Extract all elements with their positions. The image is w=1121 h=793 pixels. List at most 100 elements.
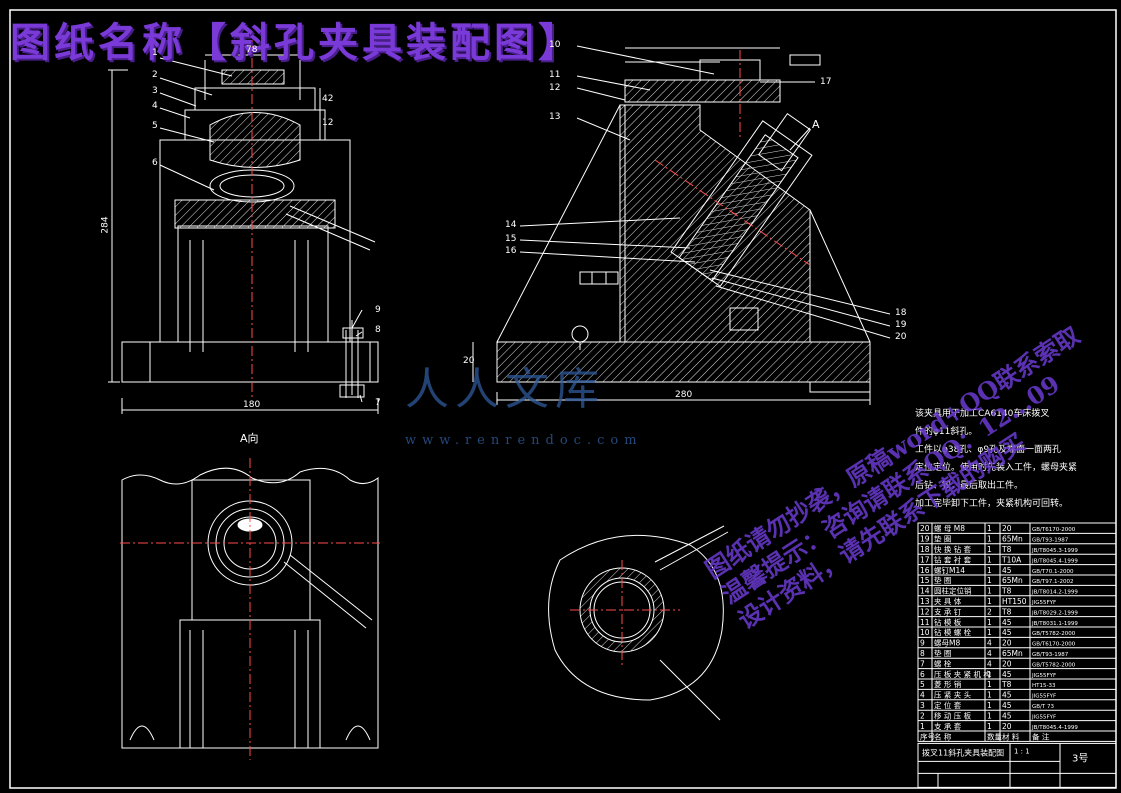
bom-cell: 20 <box>1002 524 1012 533</box>
bom-cell: 1 <box>987 628 992 637</box>
title-block-scale: 1 : 1 <box>1014 747 1030 755</box>
bom-cell: 螺母M8 <box>934 638 960 648</box>
bom-cell: 1 <box>987 566 992 575</box>
bom-cell: 20 <box>1002 659 1012 668</box>
part-label-15: 15 <box>505 234 517 244</box>
bom-cell: 移 动 压 板 <box>934 710 972 720</box>
bom-cell: JB/T8045.4-1999 <box>1031 558 1078 564</box>
bom-cell: 1 <box>987 691 992 700</box>
bom-cell: T8 <box>1001 545 1012 554</box>
part-label-10: 10 <box>549 40 561 50</box>
a-direction-view <box>120 458 380 760</box>
dim-front-right1: 42 <box>322 94 334 104</box>
bom-cell: JIG55FYF <box>1031 600 1056 606</box>
bom-cell: GB/T 73 <box>1032 704 1054 710</box>
bom-header-cell: 备 注 <box>1032 731 1050 741</box>
bom-cell: 垫 圈 <box>934 648 951 658</box>
section-marker-a: A <box>812 118 820 131</box>
bom-cell: GB/T5782-2000 <box>1032 662 1076 668</box>
part-label-12: 12 <box>549 83 561 93</box>
note-line: 后钻、铰，最后取出工件。 <box>915 481 1024 491</box>
bom-cell: 1 <box>987 670 992 679</box>
part-label-19: 19 <box>895 320 907 330</box>
bom-cell: 45 <box>1002 618 1012 627</box>
bom-cell: 压 紧 夹 头 <box>934 690 972 700</box>
bom-cell: JIG55FYF <box>1031 673 1056 679</box>
bom-cell: 1 <box>987 524 992 533</box>
bom-cell: 1 <box>987 597 992 606</box>
bom-cell: 16 <box>920 566 930 575</box>
bom-cell: 4 <box>987 659 992 668</box>
bom-cell: GB/T5782-2000 <box>1032 631 1076 637</box>
bom-cell: 2 <box>987 607 992 616</box>
bom-cell: 螺钉M14 <box>934 565 965 575</box>
bom-cell: 10 <box>920 628 930 637</box>
bom-cell: JB/T8031.1-1999 <box>1031 621 1078 627</box>
bom-cell: 65Mn <box>1002 576 1023 585</box>
bom-cell: GB/T70.1-2000 <box>1032 569 1074 575</box>
dim-front-width: 180 <box>243 400 261 410</box>
side-section-view <box>472 45 891 405</box>
part-label-9: 9 <box>375 305 381 315</box>
bom-cell: JB/T8029.2-1999 <box>1031 610 1078 616</box>
bom-cell: 1 <box>987 545 992 554</box>
bom-cell: GB/T93-1987 <box>1032 652 1069 658</box>
bom-cell: 1 <box>987 555 992 564</box>
bom-cell: 11 <box>920 618 930 627</box>
bom-cell: 垫 圈 <box>934 534 951 544</box>
part-label-5: 5 <box>152 121 158 131</box>
part-label-1: 1 <box>152 48 158 58</box>
bom-cell: 45 <box>1002 701 1012 710</box>
bom-cell: 19 <box>920 535 930 544</box>
bom-cell: GB/T6170-2000 <box>1032 642 1076 648</box>
part-label-20: 20 <box>895 332 907 342</box>
bom-cell: 1 <box>987 535 992 544</box>
bom-cell: 4 <box>920 691 925 700</box>
bom-cell: JB/T8045.3-1999 <box>1031 548 1078 554</box>
bom-cell: 8 <box>920 649 925 658</box>
bom-cell: 1 <box>987 722 992 731</box>
bom-cell: 1 <box>987 576 992 585</box>
part-label-14: 14 <box>505 220 517 230</box>
bom-cell: 5 <box>920 680 925 689</box>
bom-header-cell: 材 料 <box>1002 731 1020 741</box>
bom-cell: 1 <box>987 618 992 627</box>
circle-section-view <box>548 525 729 721</box>
dim-front-height: 284 <box>100 216 111 234</box>
bom-header-cell: 数量 <box>987 731 1002 741</box>
watermark-url: www.renrendoc.com <box>405 433 643 448</box>
bom-cell: T8 <box>1001 680 1012 689</box>
bom-cell: 9 <box>920 639 925 648</box>
title-block-name: 拨叉11斜孔夹具装配图 <box>922 747 1004 757</box>
part-label-6: 6 <box>152 158 158 168</box>
bom-cell: 1 <box>987 680 992 689</box>
view-label-a: A向 <box>240 432 259 445</box>
bom-cell: HT150 <box>1002 597 1027 606</box>
bom-cell: 定 位 套 <box>934 700 962 710</box>
bom-cell: HT15-33 <box>1032 683 1056 689</box>
bom-cell: 菱 形 销 <box>934 679 962 689</box>
bom-cell: 17 <box>920 555 930 564</box>
bom-cell: 钻 模 螺 栓 <box>934 627 972 637</box>
bom-header-cell: 名 称 <box>934 731 952 741</box>
part-label-18: 18 <box>895 308 907 318</box>
bom-cell: 支 承 钉 <box>934 606 962 616</box>
dim-side-base: 20 <box>463 356 475 366</box>
part-label-13: 13 <box>549 112 561 122</box>
bom-cell: 4 <box>987 639 992 648</box>
bom-cell: GB/T97.1-2002 <box>1032 579 1073 585</box>
part-label-8: 8 <box>375 325 381 335</box>
bom-cell: 1 <box>920 722 925 731</box>
drawing-border <box>9 9 1117 789</box>
bom-cell: 45 <box>1002 628 1012 637</box>
bom-cell: JIG55FYF <box>1031 714 1056 720</box>
part-label-16: 16 <box>505 246 517 256</box>
bom-cell: 15 <box>920 576 930 585</box>
bom-cell: JIG55FYF <box>1031 694 1056 700</box>
bom-cell: 45 <box>1002 711 1012 720</box>
bom-cell: T10A <box>1001 555 1022 564</box>
part-label-11: 11 <box>549 70 561 80</box>
part-label-7: 7 <box>375 398 381 408</box>
